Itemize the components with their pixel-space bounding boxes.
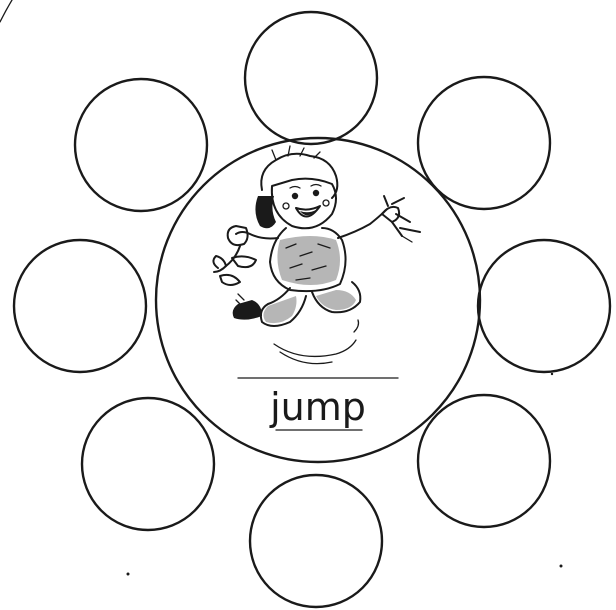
jumping-child-illustration <box>213 146 420 364</box>
center-word: jump <box>269 385 366 429</box>
speck <box>127 573 130 576</box>
circle-right[interactable] <box>478 240 610 372</box>
circle-top[interactable] <box>245 12 377 144</box>
corner-mark <box>0 0 12 22</box>
speck <box>560 565 563 568</box>
circle-top-left[interactable] <box>75 79 207 211</box>
circle-bottom-left[interactable] <box>82 398 214 530</box>
circle-bottom-right[interactable] <box>418 395 550 527</box>
outer-circles <box>14 12 610 607</box>
circle-bottom[interactable] <box>250 475 382 607</box>
circle-left[interactable] <box>14 240 146 372</box>
speck <box>551 373 553 375</box>
